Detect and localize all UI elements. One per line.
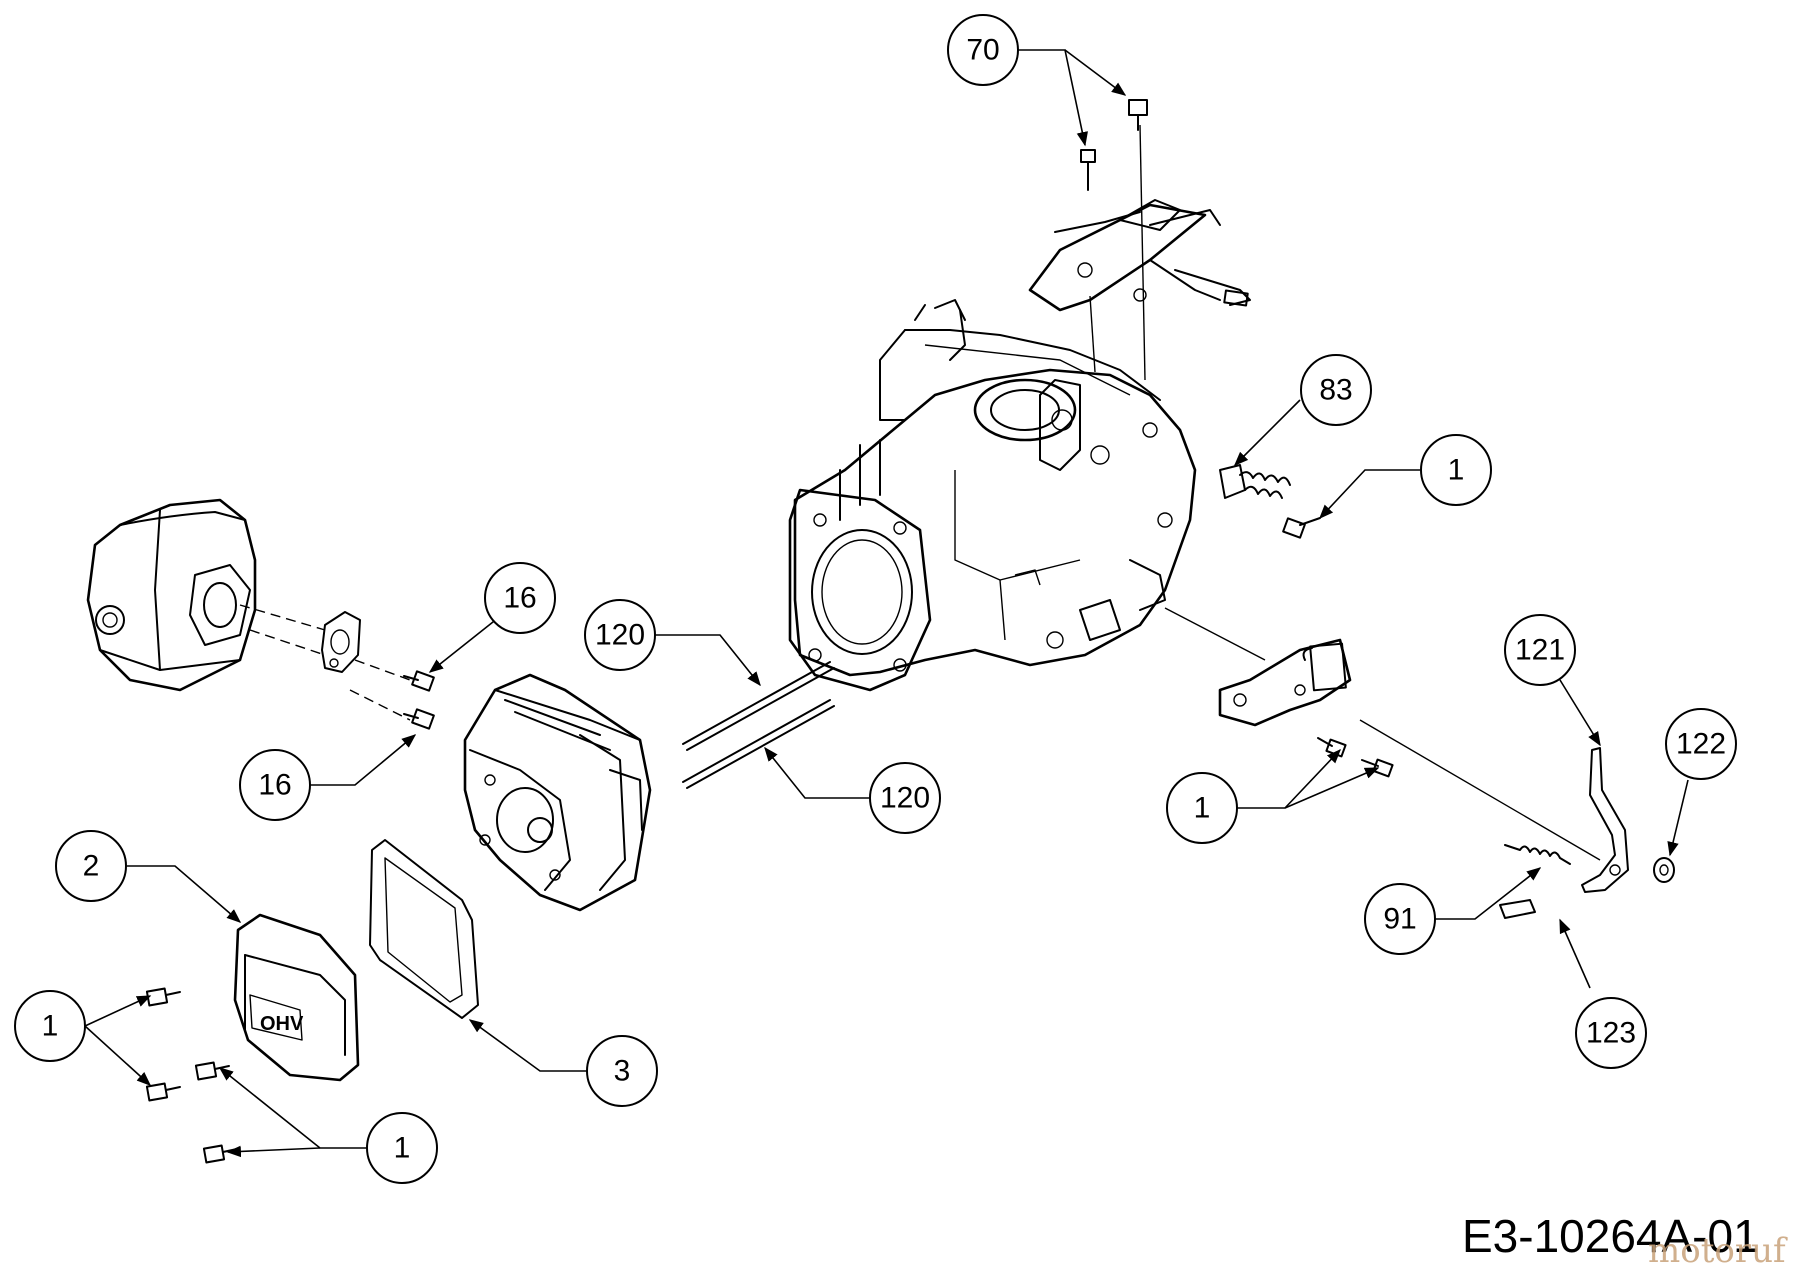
spring-91 — [1504, 844, 1571, 865]
callout-2: 2 — [55, 830, 127, 902]
callout-1-left: 1 — [14, 990, 86, 1062]
pin-123 — [1499, 899, 1536, 919]
callout-label: 1 — [1448, 454, 1465, 487]
push-rod-120-upper — [682, 661, 835, 751]
callout-label: 83 — [1319, 374, 1352, 407]
callout-3: 3 — [586, 1035, 658, 1107]
callout-83: 83 — [1300, 354, 1372, 426]
callout-label: 120 — [595, 619, 645, 652]
leader-lines — [84, 49, 1689, 1158]
crankcase — [788, 299, 1197, 692]
callout-122: 122 — [1665, 708, 1737, 780]
valve-cover-emblem: OHV — [260, 1013, 304, 1035]
governor-lever-121 — [1581, 747, 1629, 893]
callout-label: 122 — [1676, 728, 1726, 761]
callout-91: 91 — [1364, 883, 1436, 955]
governor-bracket — [1028, 124, 1251, 381]
watermark-logo: motoruf — [1648, 1231, 1788, 1271]
bolts-16 — [403, 670, 435, 730]
callout-label: 121 — [1515, 634, 1565, 667]
callout-label: 16 — [258, 769, 291, 802]
push-rod-120-lower — [682, 699, 835, 789]
exhaust-gasket — [321, 611, 361, 673]
bolts-1-bracket — [1317, 737, 1394, 778]
spring-bracket-83 — [1219, 464, 1291, 499]
bolt-70-left — [1080, 149, 1096, 191]
callout-1-upper-right: 1 — [1420, 434, 1492, 506]
callout-label: 91 — [1383, 903, 1416, 936]
callout-label: 16 — [503, 582, 536, 615]
callout-label: 1 — [1194, 792, 1211, 825]
cylinder-head — [463, 673, 652, 912]
callout-label: 2 — [83, 850, 100, 883]
muffler — [86, 498, 257, 692]
throttle-bracket — [1218, 638, 1352, 727]
bolts-1-left — [145, 987, 238, 1164]
callout-16-lower: 16 — [239, 749, 311, 821]
valve-cover: OHV — [233, 913, 360, 1082]
callout-label: 1 — [394, 1132, 411, 1165]
callout-label: 3 — [614, 1055, 631, 1088]
nut-122 — [1653, 857, 1675, 883]
callout-123: 123 — [1575, 997, 1647, 1069]
callout-70: 70 — [947, 14, 1019, 86]
callout-16-upper: 16 — [484, 562, 556, 634]
callout-120-lower: 120 — [869, 762, 941, 834]
drawing-code: E3-10264A-01 — [1462, 1210, 1759, 1262]
callout-1-bottom: 1 — [366, 1112, 438, 1184]
callout-120-upper: 120 — [584, 599, 656, 671]
callout-121: 121 — [1504, 614, 1576, 686]
callout-label: 70 — [966, 34, 999, 67]
callout-label: 1 — [42, 1010, 59, 1043]
bolt-1-upper-right — [1282, 517, 1321, 539]
bolt-70-right — [1128, 99, 1148, 131]
callout-label: 123 — [1586, 1017, 1636, 1050]
callout-1-bracket: 1 — [1166, 772, 1238, 844]
callout-label: 120 — [880, 782, 930, 815]
head-gasket — [369, 839, 479, 1019]
